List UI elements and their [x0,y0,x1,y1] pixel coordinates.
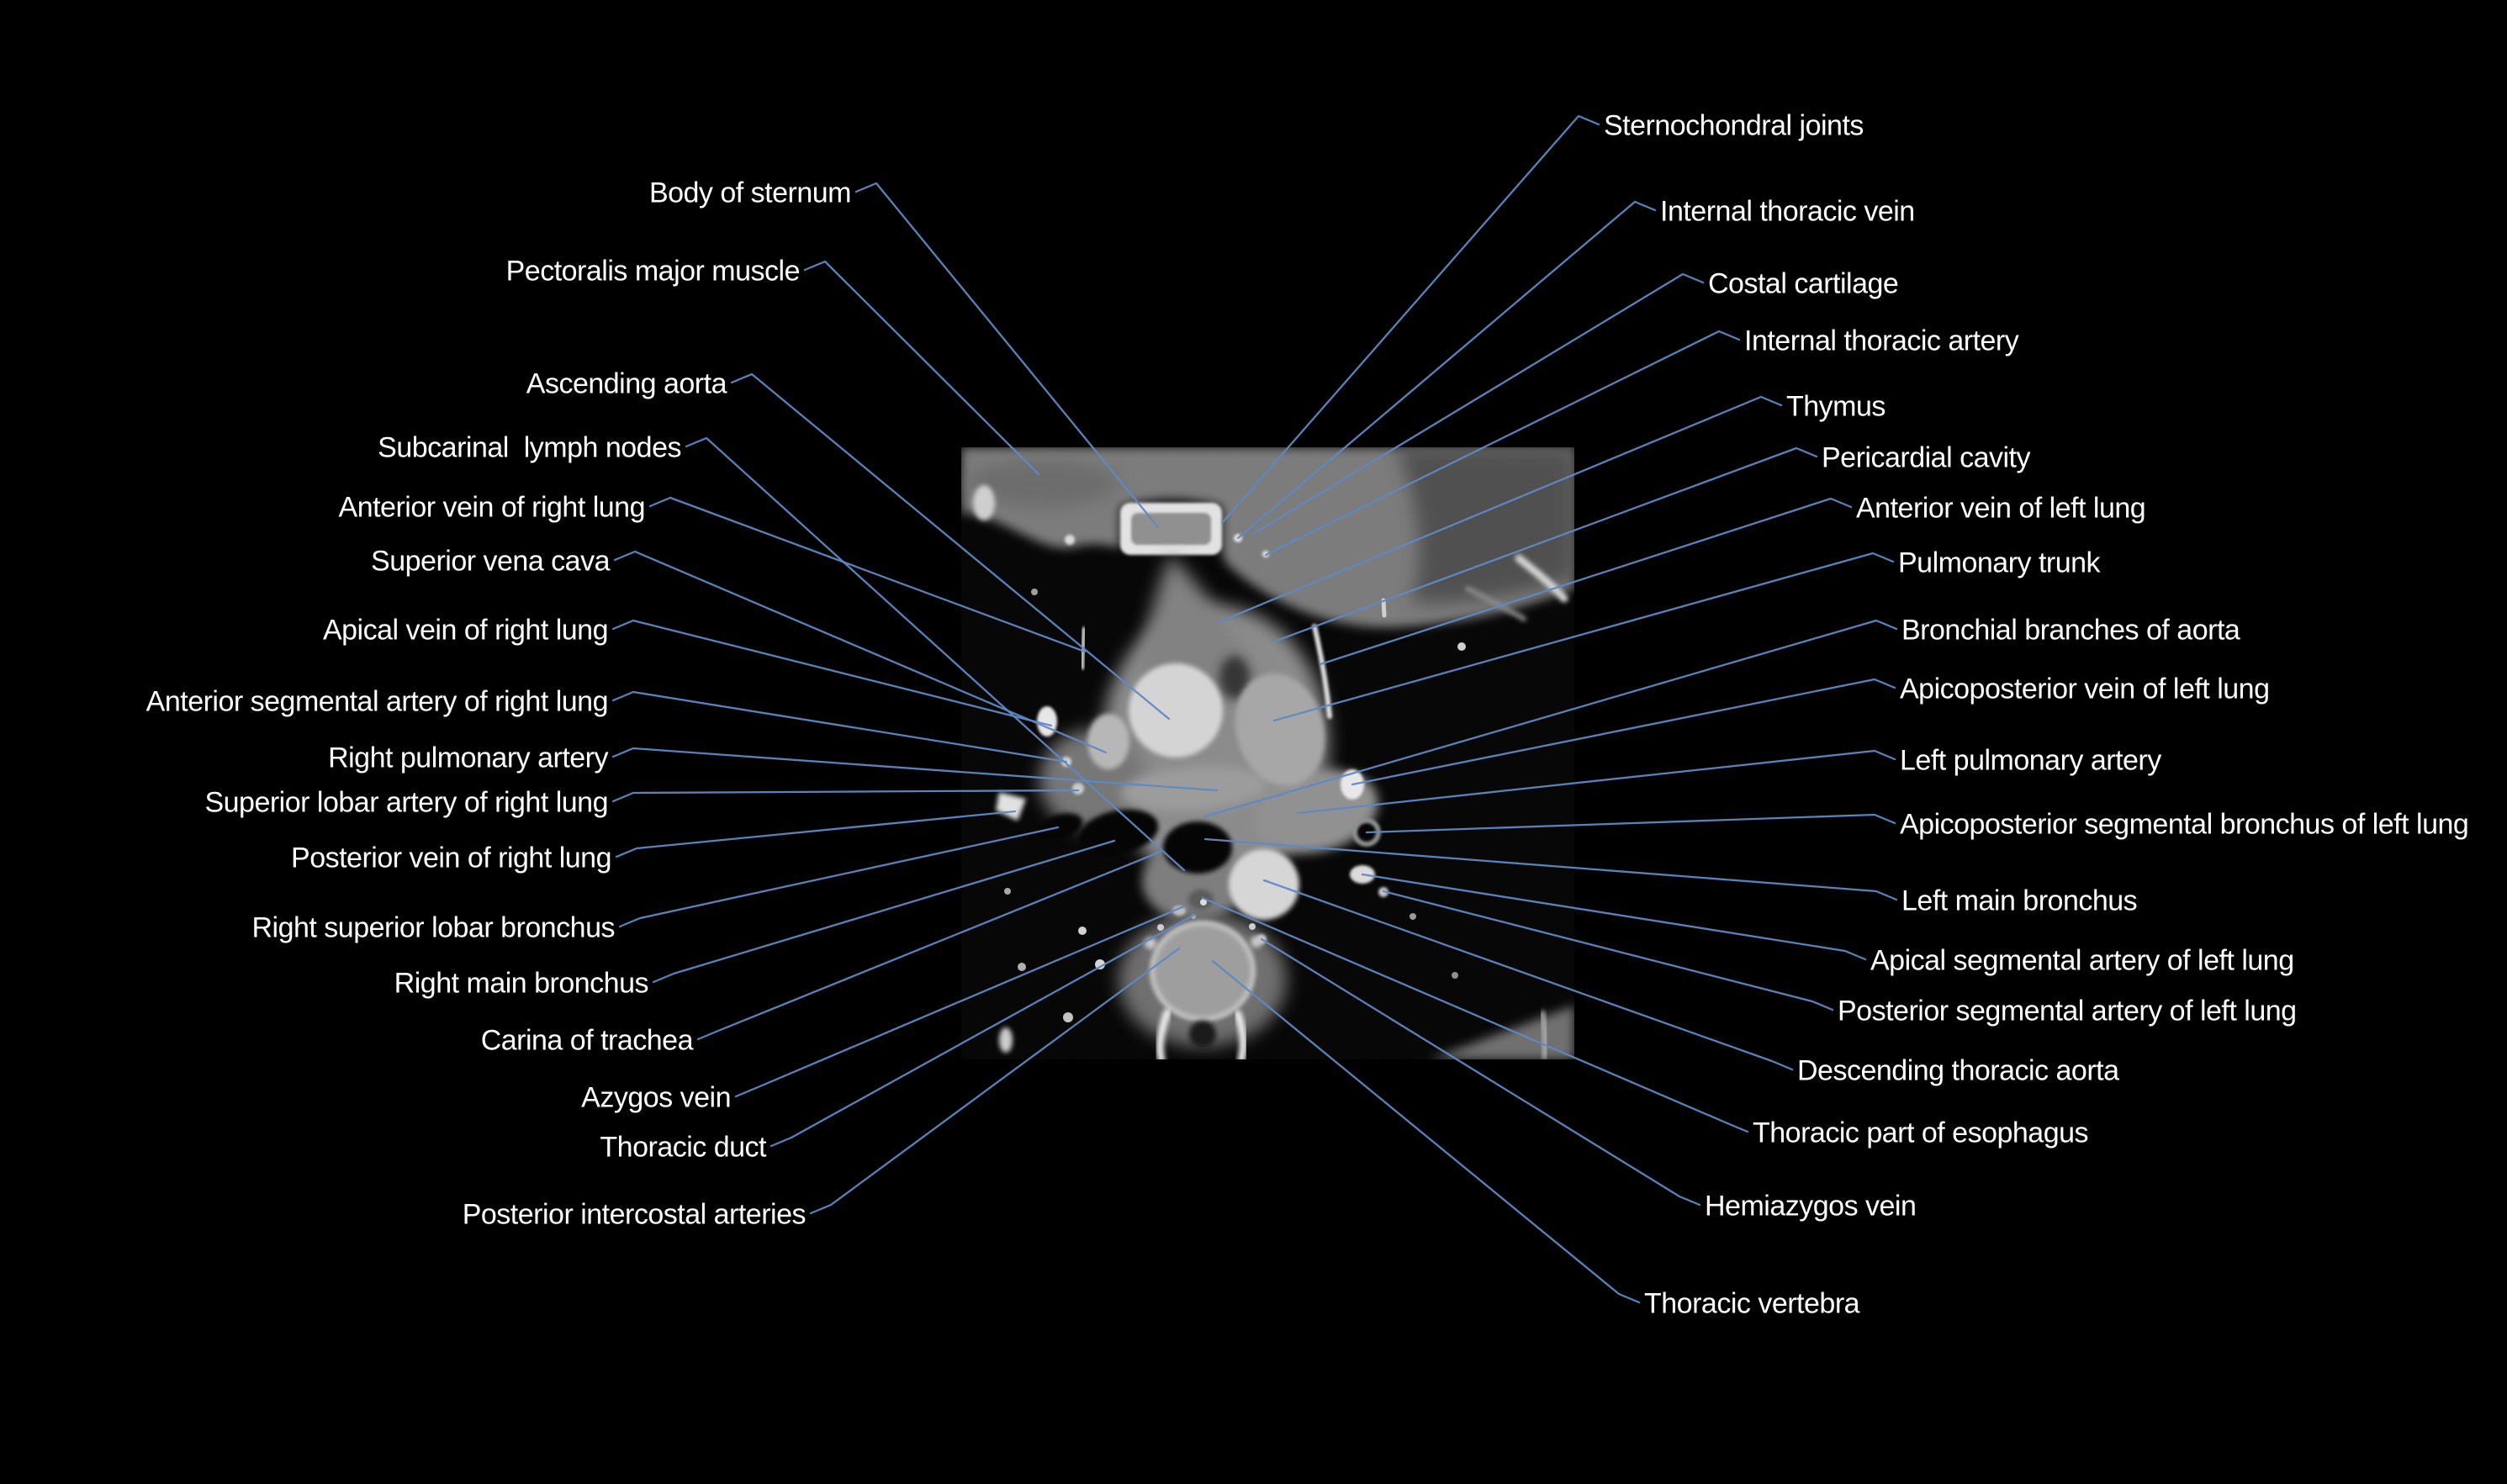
anatomy-label-pectoralis-major-muscle: Pectoralis major muscle [505,255,801,288]
anatomy-label-left-main-bronchus: Left main bronchus [1901,885,2138,917]
anatomy-label-azygos-vein: Azygos vein [581,1081,731,1114]
anatomy-label-carina-of-trachea: Carina of trachea [480,1024,694,1057]
leader-line-right-pulmonary-artery [611,747,1219,792]
leader-line-sternochondral-joints [1220,114,1600,525]
leader-line-anterior-vein-of-left-lung [1319,497,1853,666]
ct-scan-image [961,447,1574,1059]
leader-line-right-main-bronchus [652,839,1116,984]
leader-line-apical-vein-of-right-lung [611,619,1053,727]
leader-line-pericardial-cavity [1272,446,1818,643]
leader-line-bronchial-branches-of-aorta [1203,619,1898,818]
anatomy-label-right-superior-lobar-bronchus: Right superior lobar bronchus [251,911,615,944]
anatomy-label-superior-lobar-artery-of-right-lung: Superior lobar artery of right lung [204,786,608,819]
anatomy-label-ascending-aorta: Ascending aorta [526,367,727,400]
anatomy-label-right-pulmonary-artery: Right pulmonary artery [328,742,608,774]
leader-line-hemiazygos-vein [1260,937,1701,1207]
anatomy-label-thymus: Thymus [1786,390,1886,423]
leader-line-ascending-aorta [730,372,1171,721]
anatomy-label-internal-thoracic-vein: Internal thoracic vein [1660,195,1915,228]
anatomy-label-thoracic-duct: Thoracic duct [600,1131,766,1164]
leader-line-thymus [1217,395,1783,624]
anatomy-label-subcarinal-lymph-nodes: Subcarinal lymph nodes [378,431,681,464]
leader-line-internal-thoracic-artery [1264,330,1741,557]
leader-line-descending-thoracic-aorta [1262,879,1794,1071]
anatomy-label-pericardial-cavity: Pericardial cavity [1822,441,2030,474]
anatomy-label-posterior-vein-of-right-lung: Posterior vein of right lung [291,842,611,874]
leader-line-apicoposterior-vein-of-left-lung [1351,678,1896,786]
anatomy-label-right-main-bronchus: Right main bronchus [394,967,649,1000]
leader-line-azygos-vein [734,905,1186,1098]
anatomy-label-apicoposterior-vein-of-left-lung: Apicoposterior vein of left lung [1900,673,2270,705]
anatomy-label-thoracic-part-of-esophagus: Thoracic part of esophagus [1753,1117,2089,1149]
anatomy-label-apicoposterior-segmental-bronchus-of-left-lung: Apicoposterior segmental bronchus of lef… [1900,808,2469,841]
anatomy-label-superior-vena-cava: Superior vena cava [371,545,610,578]
leader-line-body-of-sternum [854,182,1160,529]
leader-line-posterior-vein-of-right-lung [615,810,1017,858]
leader-line-apical-segmental-artery-of-left-lung [1361,873,1867,961]
leader-line-thoracic-vertebra [1211,959,1641,1304]
leader-lines [611,114,1898,1304]
anatomy-label-costal-cartilage: Costal cartilage [1708,267,1899,300]
anatomy-label-bronchial-branches-of-aorta: Bronchial branches of aorta [1901,614,2240,647]
leader-line-superior-vena-cava [613,550,1108,754]
anatomy-label-posterior-segmental-artery-of-left-lung: Posterior segmental artery of left lung [1838,995,2297,1027]
leader-line-superior-lobar-artery-of-right-lung [611,789,1080,803]
leader-line-left-pulmonary-artery [1296,749,1896,815]
leader-line-thoracic-duct [770,913,1196,1148]
anatomy-label-thoracic-vertebra: Thoracic vertebra [1644,1287,1860,1320]
leader-line-posterior-segmental-artery-of-left-lung [1382,890,1834,1011]
leader-line-subcarinal-lymph-nodes [685,436,1186,872]
anatomy-label-descending-thoracic-aorta: Descending thoracic aorta [1797,1054,2119,1087]
leader-line-anterior-vein-of-right-lung [648,496,1087,653]
anatomy-label-internal-thoracic-artery: Internal thoracic artery [1744,325,2019,357]
leader-line-internal-thoracic-vein [1236,200,1657,540]
leader-line-apicoposterior-segmental-bronchus-of-left-lung [1365,813,1896,834]
leader-line-right-superior-lobar-bronchus [618,826,1060,928]
leader-line-anterior-segmental-artery-of-right-lung [611,690,1068,763]
anatomy-label-anterior-vein-of-right-lung: Anterior vein of right lung [338,491,646,524]
leader-line-pulmonary-trunk [1272,552,1895,722]
anatomy-label-anterior-vein-of-left-lung: Anterior vein of left lung [1856,492,2146,525]
leader-line-carina-of-trachea [696,850,1162,1041]
anatomy-label-hemiazygos-vein: Hemiazygos vein [1705,1190,1917,1223]
anatomy-label-posterior-intercostal-arteries: Posterior intercostal arteries [462,1198,807,1231]
leader-line-posterior-intercostal-arteries [809,947,1181,1215]
anatomy-label-left-pulmonary-artery: Left pulmonary artery [1900,744,2161,777]
leader-line-pectoralis-major-muscle [803,260,1040,476]
anatomy-label-pulmonary-trunk: Pulmonary trunk [1898,547,2101,579]
anatomy-label-sternochondral-joints: Sternochondral joints [1604,109,1864,142]
leader-line-left-main-bronchus [1203,837,1898,901]
ct-noise [961,447,1574,1059]
anatomy-label-body-of-sternum: Body of sternum [648,177,852,209]
anatomy-label-anterior-segmental-artery-of-right-lung: Anterior segmental artery of right lung [145,685,609,718]
leader-line-costal-cartilage [1251,272,1705,536]
leader-line-thoracic-part-of-esophagus [1201,896,1749,1133]
anatomy-label-apical-vein-of-right-lung: Apical vein of right lung [322,614,609,647]
anatomy-label-apical-segmental-artery-of-left-lung: Apical segmental artery of left lung [1870,944,2294,977]
